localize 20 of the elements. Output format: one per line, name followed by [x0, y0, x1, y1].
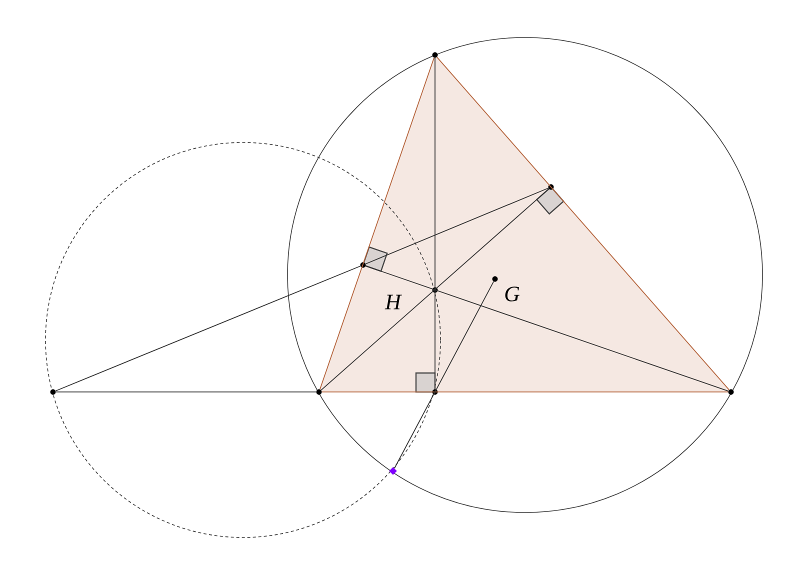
point — [728, 389, 734, 395]
line-segment — [365, 266, 729, 392]
point-label: G — [505, 286, 520, 302]
line-segment — [320, 188, 550, 390]
line-segment — [55, 266, 361, 392]
point — [50, 389, 56, 395]
point — [316, 389, 322, 395]
point — [432, 287, 438, 293]
point — [360, 262, 366, 268]
line-segment — [436, 56, 730, 390]
line-segment — [365, 188, 549, 264]
point — [548, 184, 554, 190]
point-label: H — [384, 294, 402, 310]
point — [432, 389, 438, 395]
line-segment — [320, 57, 434, 390]
line-segment — [434, 57, 436, 390]
line-segment — [394, 281, 494, 469]
point — [492, 276, 498, 282]
point — [389, 467, 397, 475]
point — [432, 52, 438, 58]
